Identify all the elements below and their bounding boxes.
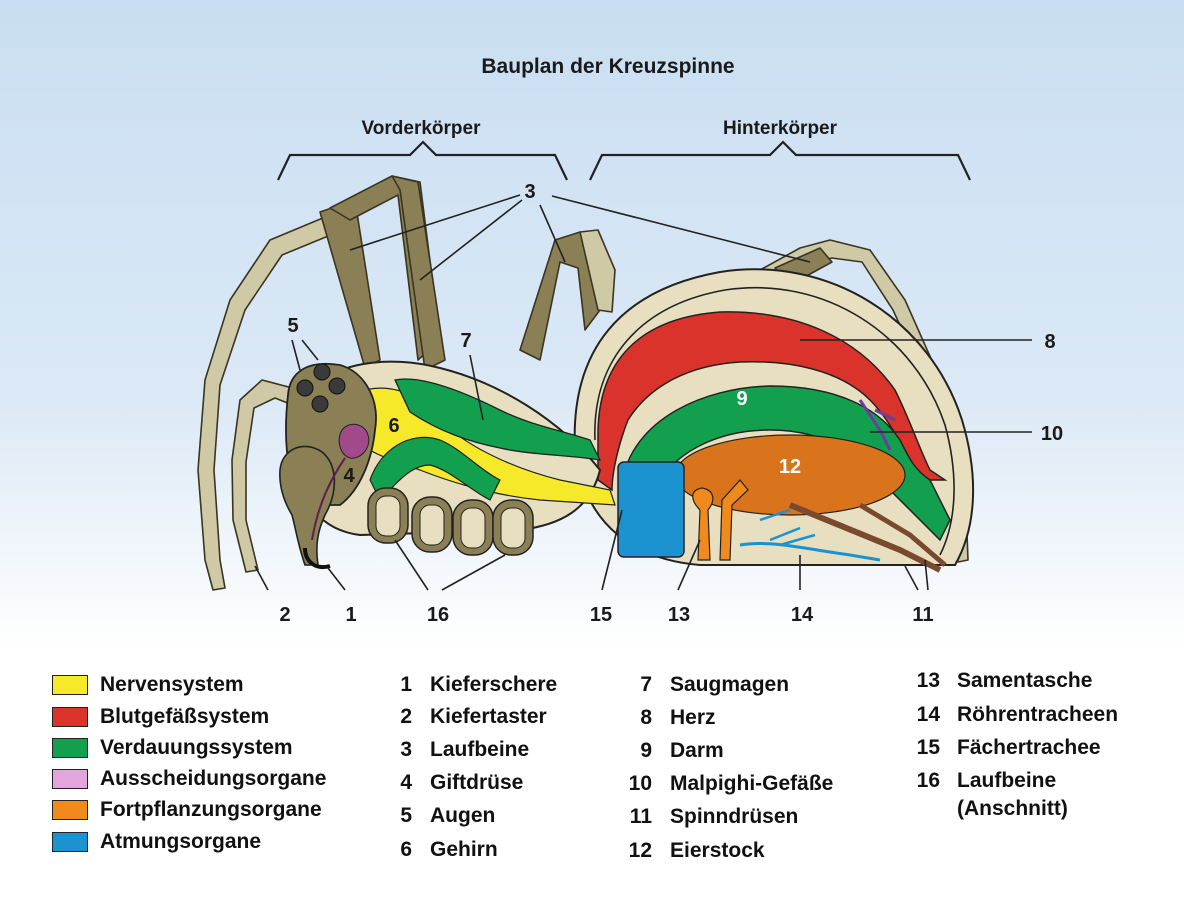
callout-1: 1 <box>345 604 356 626</box>
key-num-13: 13 <box>916 669 940 692</box>
key-num-9: 9 <box>640 739 652 762</box>
callout-9: 9 <box>736 388 747 410</box>
key-num-11: 11 <box>629 805 652 828</box>
key-text-16: Laufbeine <box>957 769 1057 792</box>
key-num-10: 10 <box>628 772 652 795</box>
back-body-label: Hinterkörper <box>723 118 838 139</box>
legend-swatch-blutgefaessystem <box>52 707 88 727</box>
key-text-14: Röhrentracheen <box>957 703 1119 726</box>
diagram-title: Bauplan der Kreuzspinne <box>481 55 734 78</box>
legend-label-verdauungssystem: Verdauungssystem <box>100 736 293 759</box>
key-text-1: Kieferschere <box>430 673 558 696</box>
key-text-15: Fächertrachee <box>957 736 1101 759</box>
key-text-2: Kiefertaster <box>430 705 547 728</box>
callout-7: 7 <box>460 330 471 352</box>
callout-8: 8 <box>1044 331 1055 353</box>
legend-swatch-atmungsorgane <box>52 832 88 852</box>
key-text-6: Gehirn <box>430 838 498 861</box>
key-num-15: 15 <box>916 736 940 759</box>
key-num-6: 6 <box>400 838 412 861</box>
front-body-brace <box>277 140 568 181</box>
legend-swatch-nervensystem <box>52 675 88 695</box>
callout-2: 2 <box>279 604 290 626</box>
callout-16: 16 <box>427 604 449 626</box>
key-num-16: 16 <box>916 769 940 792</box>
key-text-7: Saugmagen <box>670 673 790 696</box>
key-text-9: Darm <box>670 739 724 762</box>
legend-swatch-ausscheidungsorgane <box>52 769 88 789</box>
key-text-3: Laufbeine <box>430 738 530 761</box>
back-body-brace <box>589 140 971 181</box>
cephalothorax <box>279 360 616 569</box>
key-num-5: 5 <box>400 804 412 827</box>
callout-11: 11 <box>912 604 933 626</box>
legend-label-fortpflanzungsorgane: Fortpflanzungsorgane <box>100 798 322 821</box>
key-num-14: 14 <box>916 703 940 726</box>
key-text-16-continued: (Anschnitt) <box>957 797 1068 820</box>
book-lung <box>617 461 685 558</box>
key-num-2: 2 <box>400 705 412 728</box>
key-text-5: Augen <box>430 804 496 827</box>
legend-swatch-verdauungssystem <box>52 738 88 758</box>
legend-label-blutgefaessystem: Blutgefäßsystem <box>100 705 270 728</box>
callout-4: 4 <box>343 465 355 487</box>
key-num-3: 3 <box>400 738 412 761</box>
key-num-7: 7 <box>640 673 652 696</box>
callout-3: 3 <box>524 181 535 203</box>
key-num-12: 12 <box>628 839 652 862</box>
callout-15: 15 <box>590 604 612 626</box>
key-num-1: 1 <box>400 673 412 696</box>
key-num-4: 4 <box>400 771 412 794</box>
key-num-8: 8 <box>640 706 652 729</box>
key-text-12: Eierstock <box>670 839 765 862</box>
callout-14: 14 <box>791 604 814 626</box>
key-text-10: Malpighi-Gefäße <box>670 772 834 795</box>
callout-13: 13 <box>668 604 690 626</box>
legend-label-nervensystem: Nervensystem <box>100 673 244 696</box>
legend-label-atmungsorgane: Atmungsorgane <box>100 830 262 853</box>
key-text-11: Spinndrüsen <box>670 805 799 828</box>
legend-swatch-fortpflanzungsorgane <box>52 800 88 820</box>
callout-5: 5 <box>287 315 298 337</box>
key-text-13: Samentasche <box>957 669 1093 692</box>
key-text-4: Giftdrüse <box>430 771 524 794</box>
callout-6: 6 <box>388 415 399 437</box>
front-body-label: Vorderkörper <box>362 118 482 139</box>
callout-10: 10 <box>1041 423 1063 445</box>
callout-12: 12 <box>779 456 801 478</box>
legend-label-ausscheidungsorgane: Ausscheidungsorgane <box>100 767 327 790</box>
leader-lines <box>254 194 1032 591</box>
key-text-8: Herz <box>670 706 716 729</box>
